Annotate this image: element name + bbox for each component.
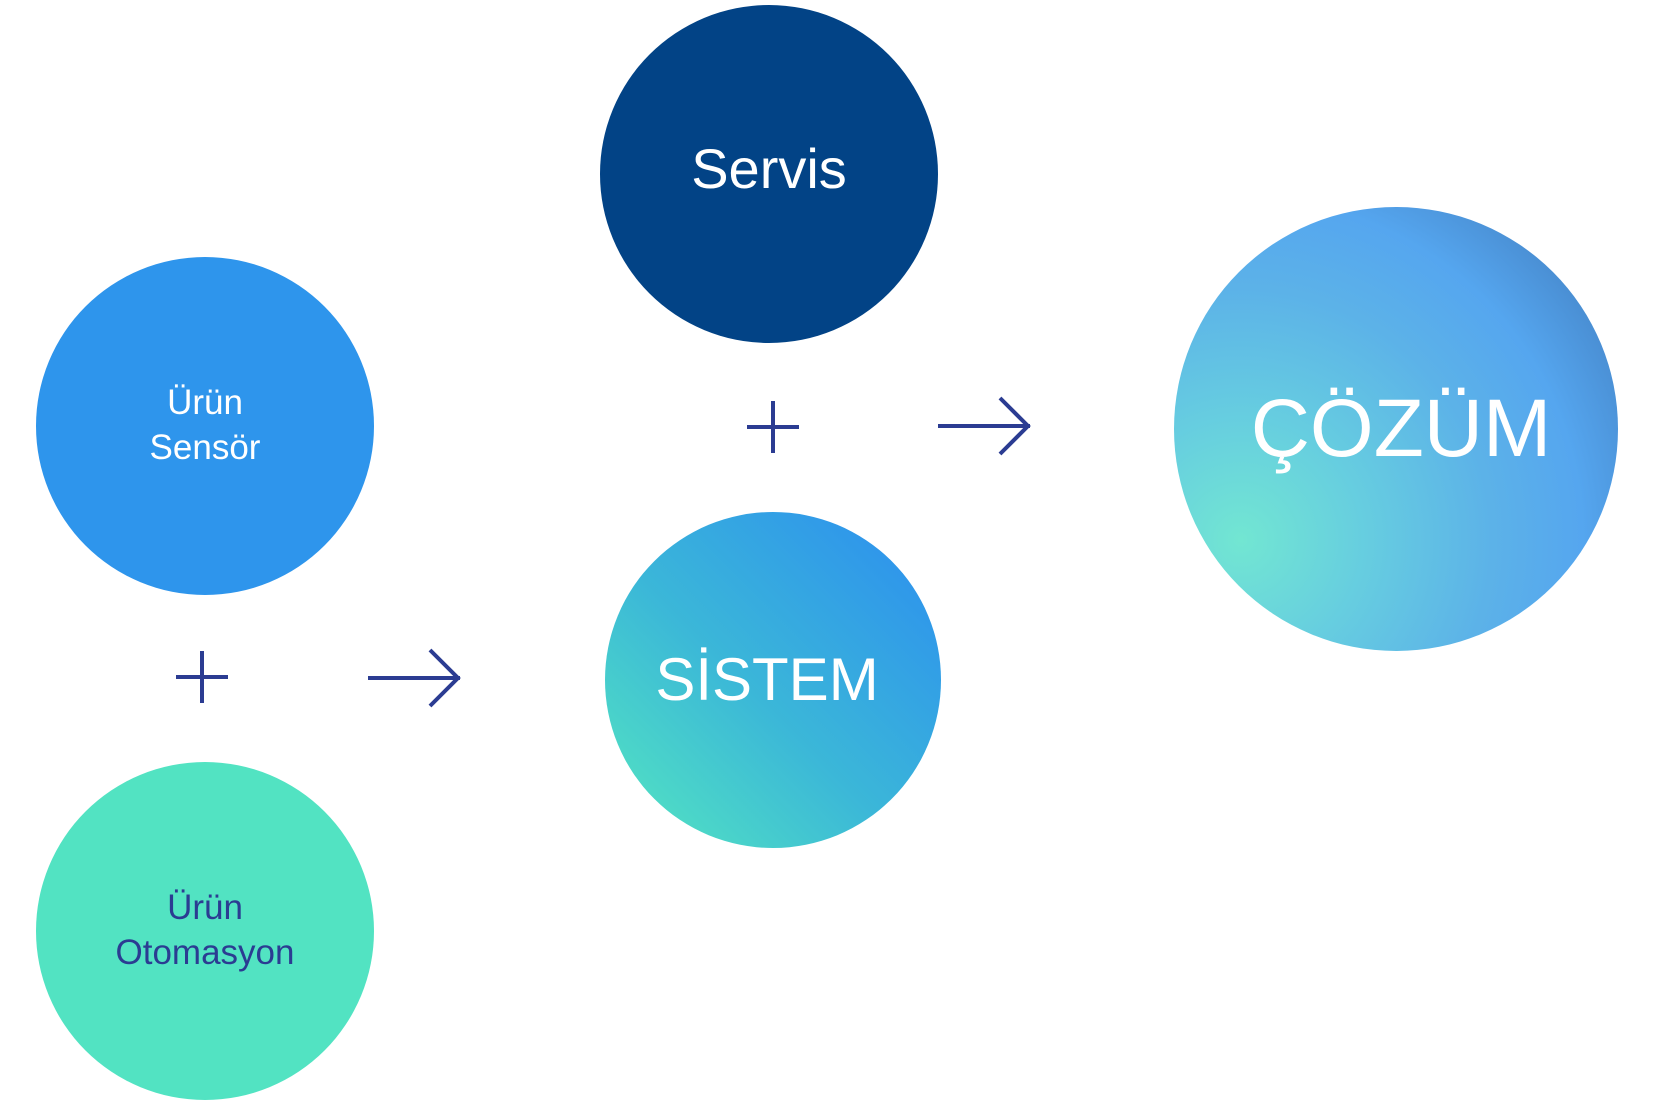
node-label: SİSTEM	[655, 645, 879, 713]
node-urun-otomasyon: Ürün Otomasyon	[36, 762, 374, 1100]
node-label-line: Ürün	[167, 383, 243, 423]
plus-icon	[176, 651, 228, 703]
arrow-right-icon	[938, 396, 1031, 456]
plus-icon	[747, 401, 799, 453]
node-label-line: Otomasyon	[115, 933, 295, 972]
node-label-line: Ürün	[167, 888, 243, 928]
node-label: Servis	[691, 137, 847, 201]
node-label: ÇÖZÜM	[1250, 382, 1552, 474]
arrow-right-icon	[368, 648, 461, 708]
node-cozum: ÇÖZÜM	[1174, 207, 1618, 651]
node-label-line: Sensör	[149, 428, 261, 467]
node-urun-sensor: Ürün Sensör	[36, 257, 374, 595]
node-servis: Servis	[600, 5, 938, 343]
node-sistem: SİSTEM	[605, 512, 941, 848]
